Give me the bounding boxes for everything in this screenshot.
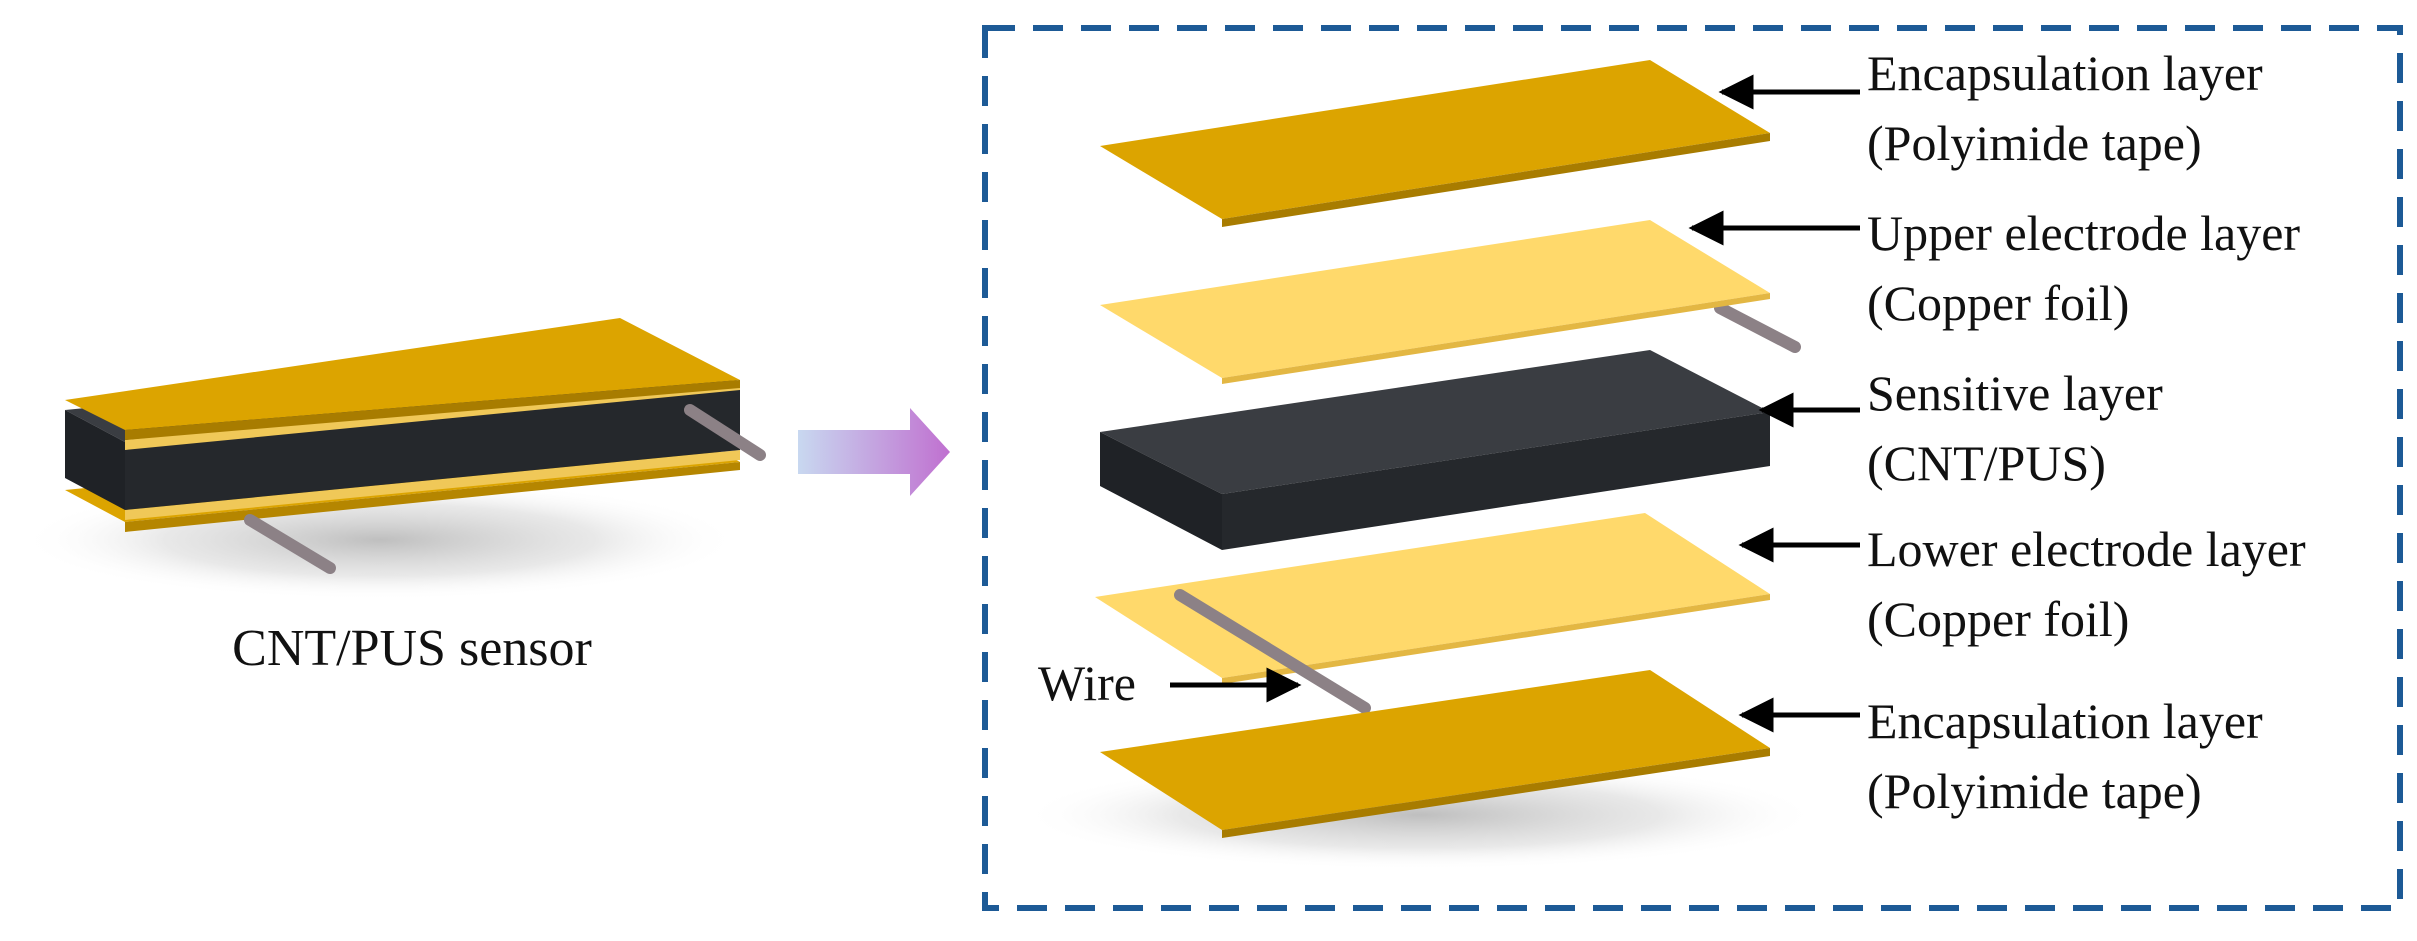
lower-electrode-wire [1174,589,1371,714]
label-sensitive-line2: (CNT/PUS) [1867,435,2106,491]
label-upper-electrode-line1: Upper electrode layer [1867,205,2300,261]
upper-electrode-wire [1714,302,1801,353]
assembled-top-encapsulation [65,318,740,430]
label-bottom-encapsulation-line2: (Polyimide tape) [1867,763,2202,819]
assembled-wire-upper [684,404,766,461]
label-top-encapsulation-line1: Encapsulation layer [1867,45,2263,101]
layer-top-encapsulation [1100,60,1770,227]
exploded-view-frame [982,25,2403,911]
label-sensitive-line1: Sensitive layer [1867,365,2163,421]
label-top-encapsulation-line2: (Polyimide tape) [1867,115,2202,171]
layer-bottom-encapsulation [1100,670,1770,838]
assembled-sensor: CNT/PUS sensor [20,318,766,677]
layer-upper-electrode [1100,220,1801,384]
label-upper-electrode-line2: (Copper foil) [1867,275,2129,331]
label-lower-electrode-line1: Lower electrode layer [1867,521,2306,577]
layer-sensitive [1100,350,1770,550]
layer-lower-electrode [1095,513,1770,714]
label-wire: Wire [1038,655,1136,711]
label-lower-electrode-line2: (Copper foil) [1867,591,2129,647]
flow-arrow [798,408,950,496]
assembled-wire-lower [244,514,336,574]
sensor-caption: CNT/PUS sensor [232,620,592,677]
label-bottom-encapsulation-line1: Encapsulation layer [1867,693,2263,749]
